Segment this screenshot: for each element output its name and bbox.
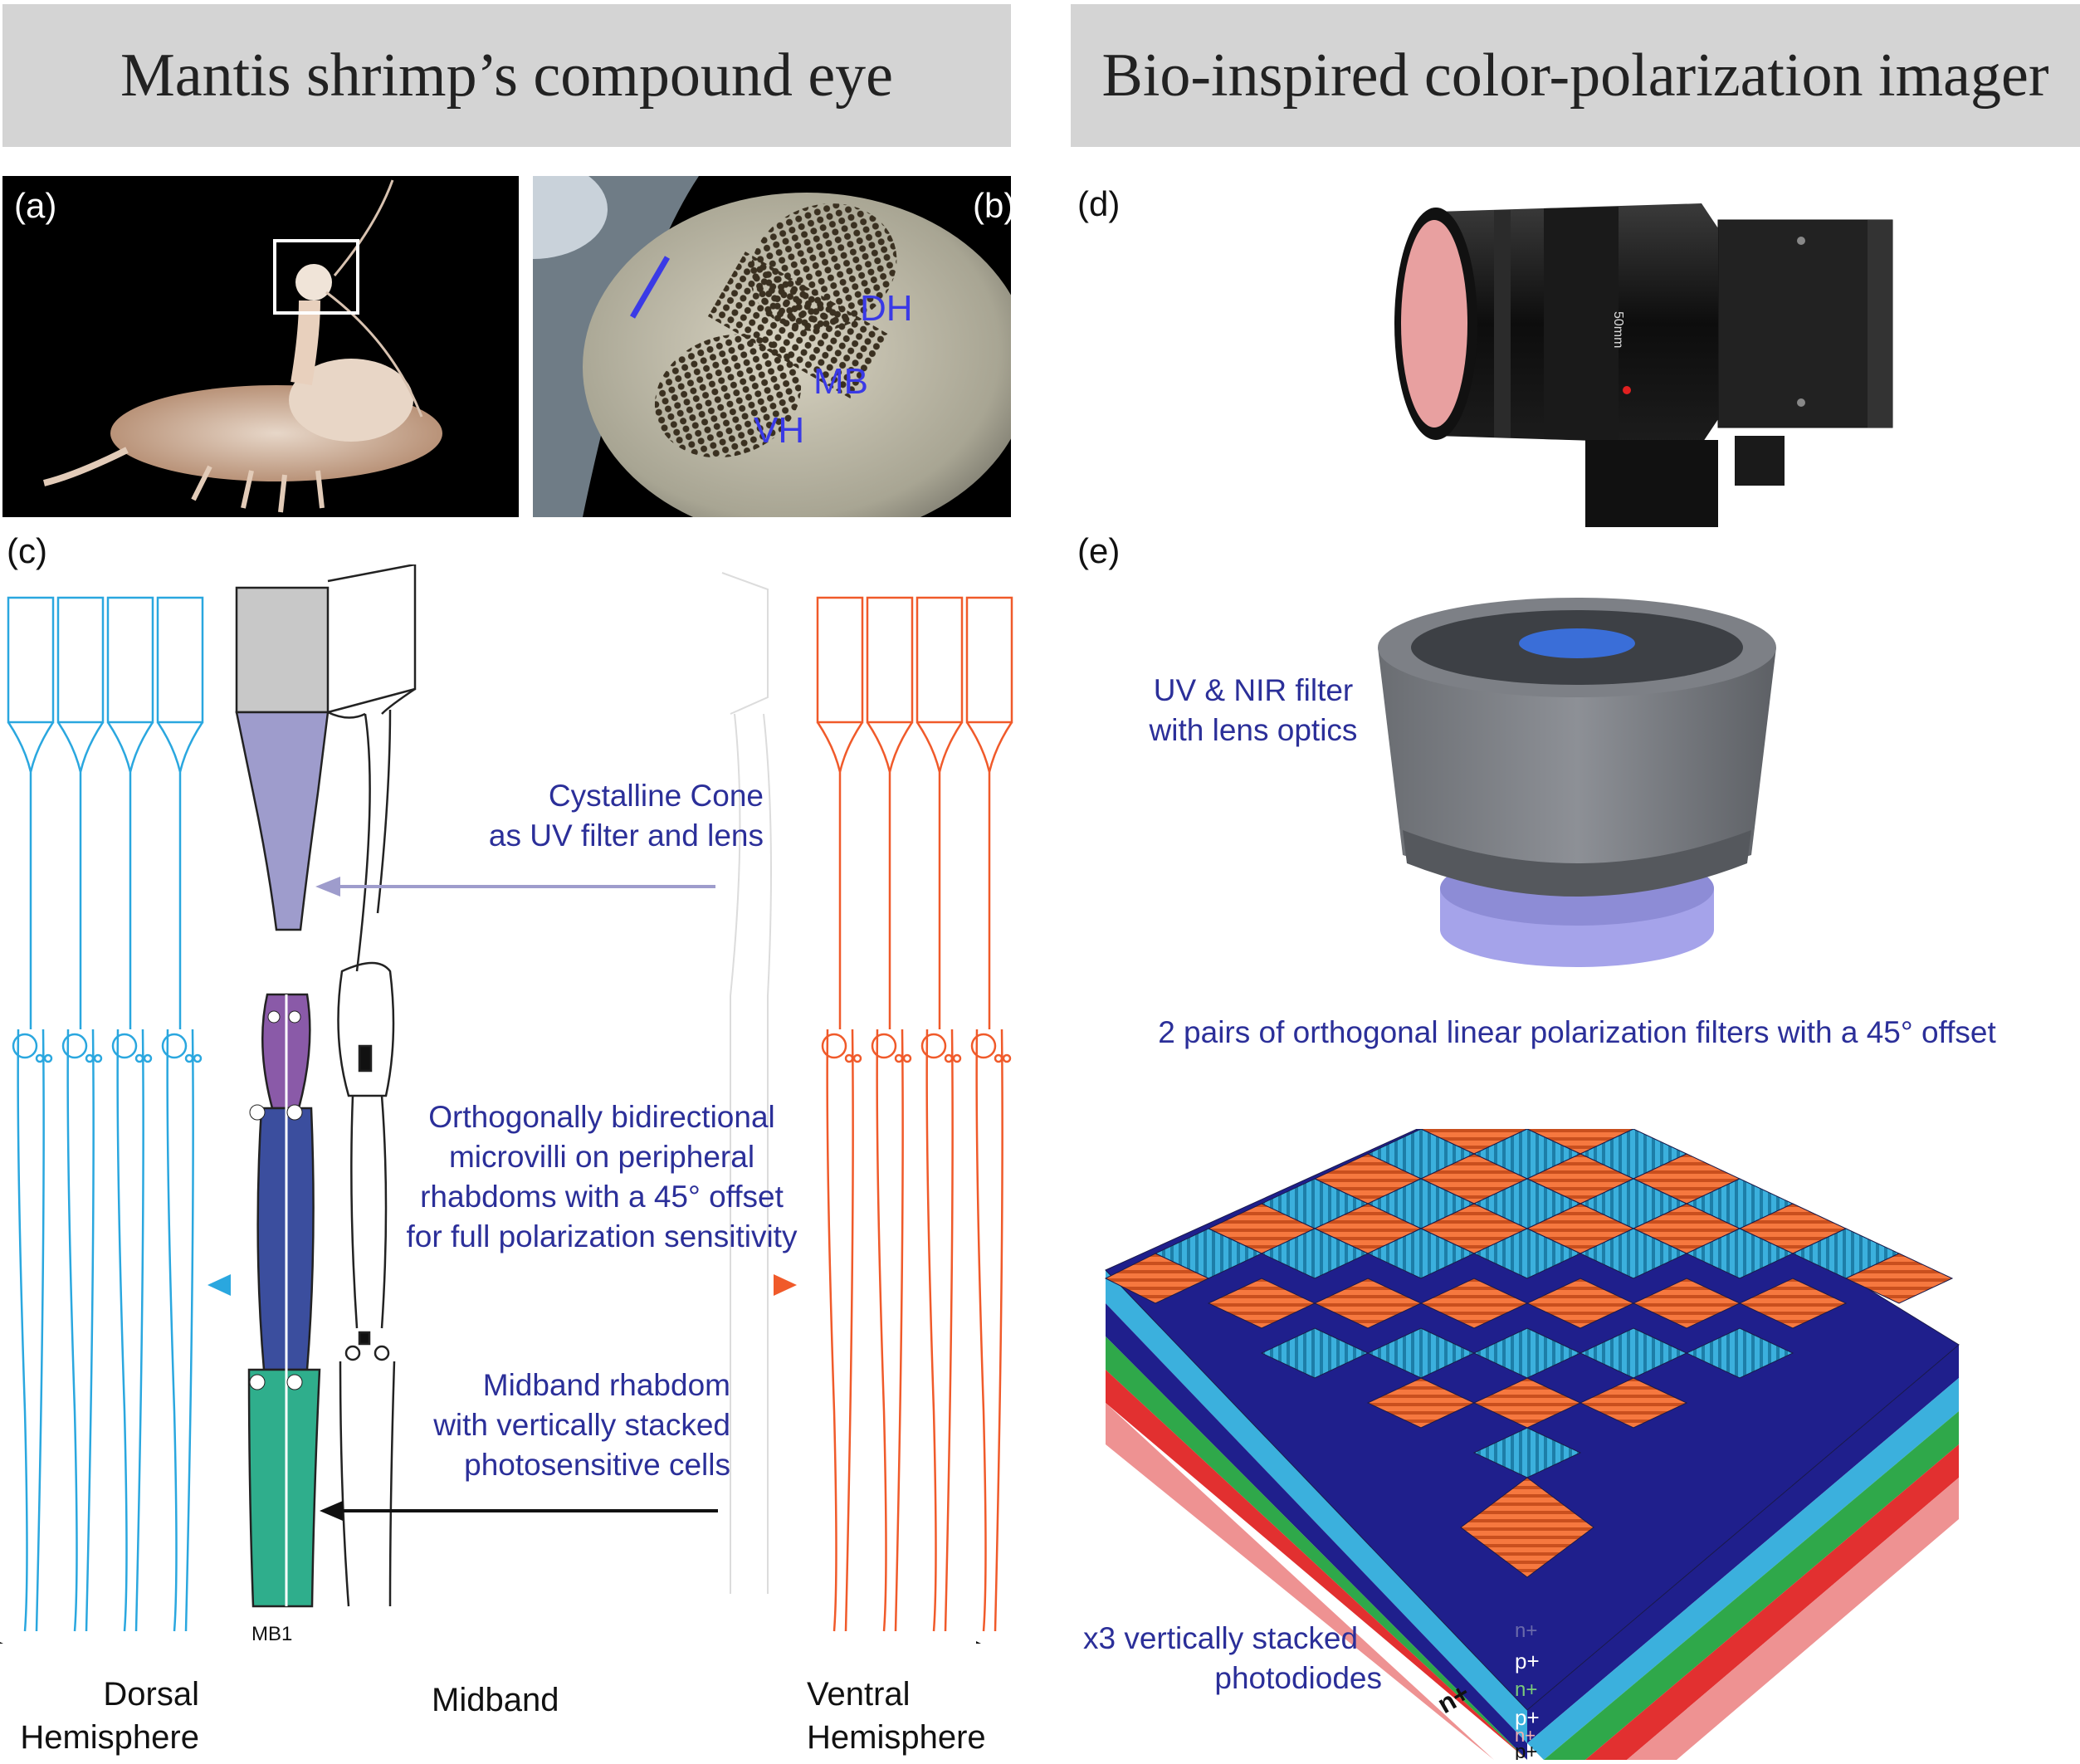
polarization-label: 2 pairs of orthogonal linear polarizatio… bbox=[1158, 1015, 1996, 1049]
panel-a-label: (a) bbox=[14, 186, 57, 225]
microvilli-annotation: Orthogonally bidirectional microvilli on… bbox=[406, 1100, 798, 1254]
sensor-left-face bbox=[1106, 1270, 1527, 1760]
cone-annotation: Cystalline Cone as UV filter and lens bbox=[488, 779, 764, 853]
sensor-right-face bbox=[1527, 1345, 1959, 1760]
layer-label-3: p+ bbox=[1515, 1705, 1540, 1730]
ventral-ommatidia bbox=[816, 596, 1013, 1632]
dorsal-hemisphere-label: Dorsal Hemisphere bbox=[20, 1676, 199, 1756]
ommatidia-diagram bbox=[0, 564, 1013, 1644]
layer-label-5: p+ bbox=[1515, 1741, 1537, 1760]
camera-photo: 50mm bbox=[1394, 203, 1893, 527]
eye-label-vh: VH bbox=[754, 410, 805, 451]
layer-label-2: n+ bbox=[1515, 1678, 1537, 1701]
eye-label-dh: DH bbox=[860, 288, 913, 329]
right-header: Bio-inspired color-polarization imager bbox=[1071, 4, 2080, 147]
ventral-hemisphere-label: Ventral Hemisphere bbox=[807, 1676, 986, 1756]
panel-b-label: (b) bbox=[973, 186, 1011, 225]
dorsal-ommatidia bbox=[7, 596, 204, 1632]
lens-filter-render bbox=[1378, 598, 1776, 967]
midband-axis-label: Midband bbox=[432, 1682, 559, 1718]
right-header-title: Bio-inspired color-polarization imager bbox=[1101, 41, 2049, 110]
layer-label-0: n+ bbox=[1515, 1620, 1537, 1642]
lens-marking: 50mm bbox=[1611, 311, 1625, 348]
compound-eye-illustration bbox=[533, 176, 1011, 517]
polarizer-checkerboard bbox=[1104, 1129, 1960, 1711]
photo-a-mantis-shrimp: (a) bbox=[2, 176, 519, 517]
sensor-stack-render: n+ p+ n+ p+ n+ p+ n+ bbox=[1104, 1129, 1960, 1760]
photo-b-compound-eye: (b) DH MB VH bbox=[533, 176, 1011, 517]
panel-e-label: (e) bbox=[1077, 531, 1121, 570]
midband-rhabdom-outline bbox=[327, 564, 417, 1607]
panel-c-label: (c) bbox=[7, 531, 47, 570]
filter-label: UV & NIR filter with lens optics bbox=[1149, 673, 1358, 748]
left-header-title: Mantis shrimp’s compound eye bbox=[120, 41, 894, 110]
eye-marker-line bbox=[629, 256, 671, 319]
eye-label-mb: MB bbox=[813, 361, 868, 402]
mantis-shrimp-illustration bbox=[43, 179, 442, 513]
mb1-label: MB1 bbox=[251, 1623, 293, 1645]
layer-label-4: n+ bbox=[1515, 1725, 1536, 1746]
midband-annotation: Midband rhabdom with vertically stacked … bbox=[433, 1368, 730, 1483]
layer-label-1: p+ bbox=[1515, 1649, 1540, 1674]
left-header: Mantis shrimp’s compound eye bbox=[2, 4, 1011, 147]
faint-ommatidium bbox=[721, 572, 772, 1594]
highlight-box bbox=[273, 239, 359, 315]
midband-rhabdom-colored bbox=[235, 586, 330, 1608]
panel-d-label: (d) bbox=[1077, 184, 1121, 223]
photodiode-label: x3 vertically stacked photodiodes bbox=[1083, 1621, 1382, 1696]
